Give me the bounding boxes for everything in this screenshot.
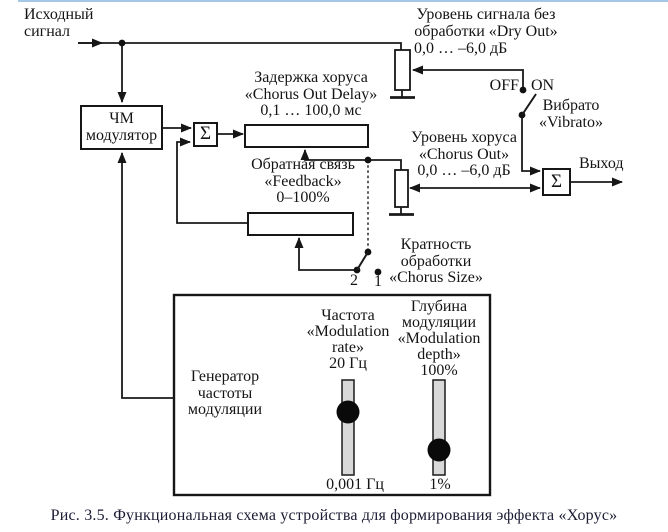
chorus-level-line-1: Уровень хоруса	[411, 129, 517, 146]
chorus-size-switch	[353, 248, 382, 276]
chorus-level-line-3: 0,0 … –6,0 дБ	[417, 162, 511, 179]
sum-block-2: Σ	[542, 168, 571, 196]
chorus-size-line-3: «Chorus Size»	[389, 269, 483, 286]
chorus-size-line-2: обработки	[400, 252, 472, 270]
size-contact1-dot	[374, 268, 382, 276]
rate-line-2: «Modulation	[306, 323, 390, 340]
feedback-line-3: 0–100%	[276, 189, 330, 206]
vibrato-switch-arm	[521, 93, 537, 116]
chorus-delay-block	[244, 124, 369, 148]
modulation-rate-slider	[336, 379, 360, 476]
wire-source-main	[78, 42, 402, 50]
generator-panel	[172, 293, 492, 497]
wire-delay-tap	[300, 149, 402, 170]
depth-line-2: модуляции	[401, 314, 477, 331]
depth-line-3: «Modulation	[397, 330, 481, 347]
generator-line-2: частоты	[197, 384, 253, 402]
vibrato-name-label: Вибрато «Vibrato»	[530, 97, 612, 131]
vibrato-line-1: Вибрато	[542, 97, 600, 114]
depth-max-value: 100%	[420, 362, 458, 379]
vibrato-line-2: «Vibrato»	[539, 113, 603, 131]
wire-generator-to-fm	[117, 152, 174, 399]
lfo-generator-label: Генератор частоты модуляции	[179, 368, 271, 419]
chorus-delay-label: Задержка хоруса «Chorus Out Delay» 0,1 ……	[237, 69, 385, 120]
junction-dot-delay-tap	[364, 156, 372, 164]
rate-line-3: rate»	[332, 339, 364, 356]
rate-slider-knob	[336, 400, 360, 424]
signal-wires	[78, 38, 623, 399]
modulation-rate-min-label: 0,001 Гц	[326, 476, 384, 493]
dry-pot-body	[394, 49, 411, 91]
feedback-line-1: Обратная связь	[251, 156, 355, 173]
generator-line-1: Генератор	[190, 368, 260, 385]
delay-line-1: Задержка хоруса	[254, 69, 368, 86]
modulation-depth-slider	[427, 379, 451, 476]
rate-slider-track	[341, 379, 355, 476]
output-label: Выход	[579, 155, 624, 172]
modulation-rate-label: Частота «Modulation rate» 20 Гц	[297, 308, 399, 372]
dry-level-line-1: Уровень сигнала без	[416, 6, 556, 23]
source-line-1: Исходный	[24, 6, 94, 23]
vibrato-switch	[518, 86, 537, 119]
vibrato-on-label: ON	[531, 77, 555, 94]
chorus-level-line-2: «Chorus Out»	[418, 145, 510, 163]
rate-max-value: 20 Гц	[329, 355, 367, 372]
sum-block-1: Σ	[193, 122, 218, 147]
delay-line-3: 0,1 … 100,0 мс	[260, 102, 362, 119]
dry-out-pot	[390, 49, 415, 99]
feedback-line-2: «Feedback»	[264, 172, 342, 190]
depth-line-4: depth»	[417, 346, 461, 363]
fm-modulator-block: ЧМ модулятор	[80, 105, 163, 150]
wire-feedback-to-sum1	[176, 137, 248, 224]
sigma-icon: Σ	[199, 123, 212, 145]
junction-dots	[118, 39, 372, 164]
source-line-2: сигнал	[24, 22, 71, 40]
switch-position-1-label: 1	[374, 273, 382, 290]
chorus-out-pot	[389, 169, 414, 216]
fm-line-1: ЧМ	[109, 110, 134, 127]
dry-out-range-label: 0,0 … –6,0 дБ	[414, 40, 508, 57]
dry-out-level-label: Уровень сигнала без обработки «Dry Out»	[385, 6, 587, 40]
wire-switch-to-feedback	[294, 237, 357, 271]
depth-slider-knob	[427, 438, 451, 462]
figure-caption: Рис. 3.5. Функциональная схема устройств…	[50, 507, 618, 524]
chorus-size-line-1: Кратность	[400, 236, 472, 253]
page-top-rule	[18, 0, 668, 2]
source-signal-label: Исходный сигнал	[24, 6, 94, 40]
dry-level-line-2: обработки «Dry Out»	[414, 22, 558, 40]
feedback-label: Обратная связь «Feedback» 0–100%	[241, 156, 365, 207]
modulation-depth-min-label: 1%	[429, 476, 451, 493]
switch-position-2-label: 2	[350, 272, 358, 289]
wire-dry-wiper	[412, 65, 524, 88]
rate-line-1: Частота	[321, 307, 375, 324]
delay-line-2: «Chorus Out Delay»	[244, 85, 378, 103]
fm-line-2: модулятор	[85, 126, 158, 144]
sigma-icon: Σ	[550, 170, 563, 192]
depth-line-1: Глубина	[410, 298, 468, 315]
modulation-depth-label: Глубина модуляции «Modulation depth» 100…	[394, 299, 484, 379]
vibrato-off-contact-dot	[519, 86, 527, 94]
vibrato-off-label: OFF	[489, 77, 519, 94]
size-switch-arm	[356, 251, 369, 271]
generator-line-3: модуляции	[187, 401, 263, 418]
chorus-out-level-label: Уровень хоруса «Chorus Out» 0,0 … –6,0 д…	[402, 129, 526, 180]
chorus-size-label: Кратность обработки «Chorus Size»	[383, 236, 489, 287]
junction-dot-source	[118, 39, 126, 47]
wire-vibrato-to-sum2	[521, 115, 541, 176]
feedback-block	[247, 212, 354, 236]
